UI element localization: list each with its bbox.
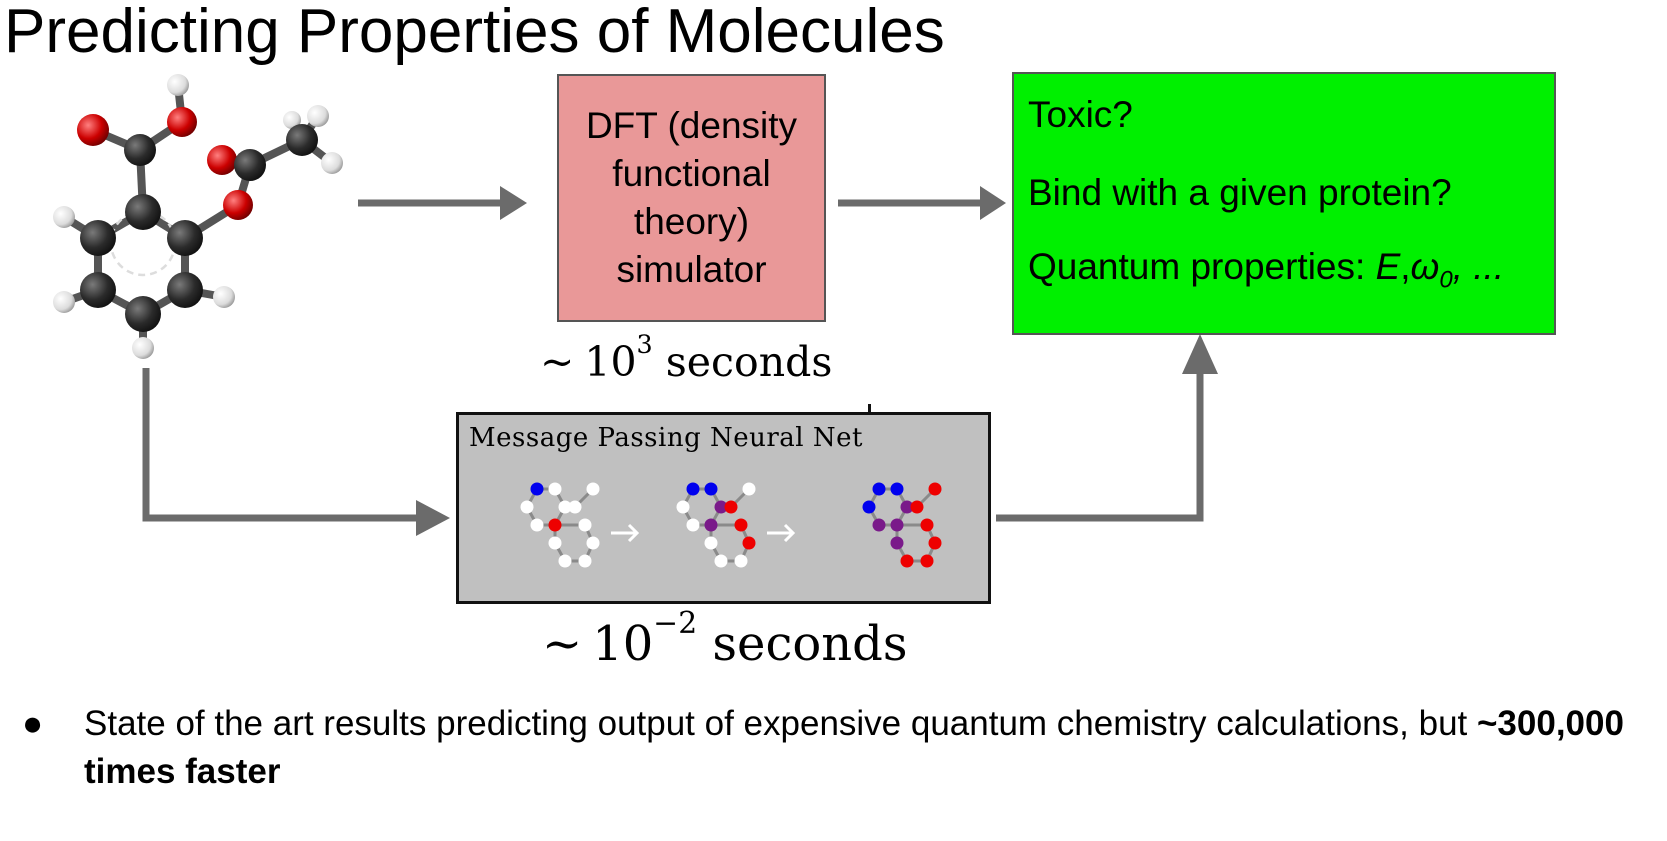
graph-node (890, 518, 904, 532)
arrow-molecule-to-mpnn (142, 368, 450, 536)
dft-timing-unit: seconds (665, 338, 833, 386)
message-passing-step-2 (676, 482, 756, 568)
protein-binding-question: Bind with a given protein? (1028, 172, 1452, 213)
dft-simulator-box: DFT (density functional theory) simulato… (557, 74, 826, 322)
graph-node (578, 554, 592, 568)
graph-node (530, 482, 544, 496)
symbol-comma: , (1400, 246, 1411, 287)
graph-node (578, 518, 592, 532)
dft-timing-label: ~103 seconds (540, 331, 833, 386)
graph-node (548, 518, 562, 532)
arrow-molecule-to-dft (358, 186, 527, 220)
graph-node (872, 518, 886, 532)
mpnn-title: Message Passing Neural Net (469, 423, 863, 453)
graph-node (548, 482, 562, 496)
dft-line-2: functional (612, 153, 771, 194)
energy-symbol: E (1375, 246, 1401, 287)
properties-box: Toxic? Bind with a given protein? Quantu… (1012, 72, 1556, 335)
message-passing-illustration (520, 482, 942, 568)
graph-node (872, 482, 886, 496)
page-title: Predicting Properties of Molecules (4, 0, 945, 66)
mpnn-box: Message Passing Neural Net (456, 412, 991, 604)
graph-node (548, 536, 562, 550)
dft-timing-exponent: 3 (636, 329, 653, 360)
graph-node (568, 500, 582, 514)
omega-subscript: 0 (1439, 266, 1453, 294)
nn-timing-label: ~10−2 seconds (542, 609, 908, 672)
graph-node (704, 518, 718, 532)
bullet-text: State of the art results predicting outp… (84, 700, 1624, 796)
graph-node (928, 482, 942, 496)
graph-node (742, 482, 756, 496)
graph-node (724, 500, 738, 514)
graph-node (586, 482, 600, 496)
step-arrow (767, 523, 796, 543)
nn-timing-unit: seconds (712, 616, 908, 672)
graph-node (704, 482, 718, 496)
dft-line-4: simulator (616, 249, 767, 290)
graph-node (714, 500, 728, 514)
nn-timing-tilde: ~ (542, 616, 583, 672)
graph-node (928, 536, 942, 550)
graph-node (586, 536, 600, 550)
graph-node (558, 500, 572, 514)
omega-symbol: ω (1410, 246, 1440, 287)
graph-node (676, 500, 690, 514)
graph-node (734, 554, 748, 568)
graph-node (862, 500, 876, 514)
graph-node (742, 536, 756, 550)
arrow-dft-to-result (838, 186, 1006, 220)
graph-node (558, 554, 572, 568)
ellipsis: , ... (1452, 246, 1505, 287)
graph-node (890, 536, 904, 550)
dft-line-3: theory) (633, 201, 750, 242)
message-passing-step-1 (520, 482, 600, 568)
graph-node (714, 554, 728, 568)
graph-node (686, 518, 700, 532)
graph-node (530, 518, 544, 532)
graph-node (686, 482, 700, 496)
bullet-text-plain: State of the art results predicting outp… (84, 704, 1477, 743)
dft-timing-tilde: ~ (540, 338, 575, 386)
nn-timing-base: 10 (592, 616, 654, 672)
graph-node (704, 536, 718, 550)
dft-line-1: DFT (density (585, 105, 798, 146)
step-arrow (611, 523, 640, 543)
nn-timing-exponent: −2 (653, 606, 698, 642)
bullet-text-bold: ~300,000 times faster (84, 704, 1624, 791)
bullet-marker: ● (22, 704, 44, 743)
graph-node (920, 554, 934, 568)
graph-node (900, 554, 914, 568)
graph-node (734, 518, 748, 532)
arrow-mpnn-to-result (996, 334, 1218, 522)
mpnn-box-tick (868, 404, 871, 414)
quantum-properties-label: Quantum properties: (1028, 246, 1376, 287)
toxic-question: Toxic? (1028, 94, 1133, 135)
graph-node (910, 500, 924, 514)
graph-node (920, 518, 934, 532)
quantum-properties-line: Quantum properties: E,ω0, ... (1028, 246, 1504, 294)
graph-node (900, 500, 914, 514)
graph-node (520, 500, 534, 514)
message-passing-step-3 (862, 482, 942, 568)
dft-timing-base: 10 (584, 338, 637, 386)
graph-node (890, 482, 904, 496)
molecule-image (53, 74, 343, 359)
